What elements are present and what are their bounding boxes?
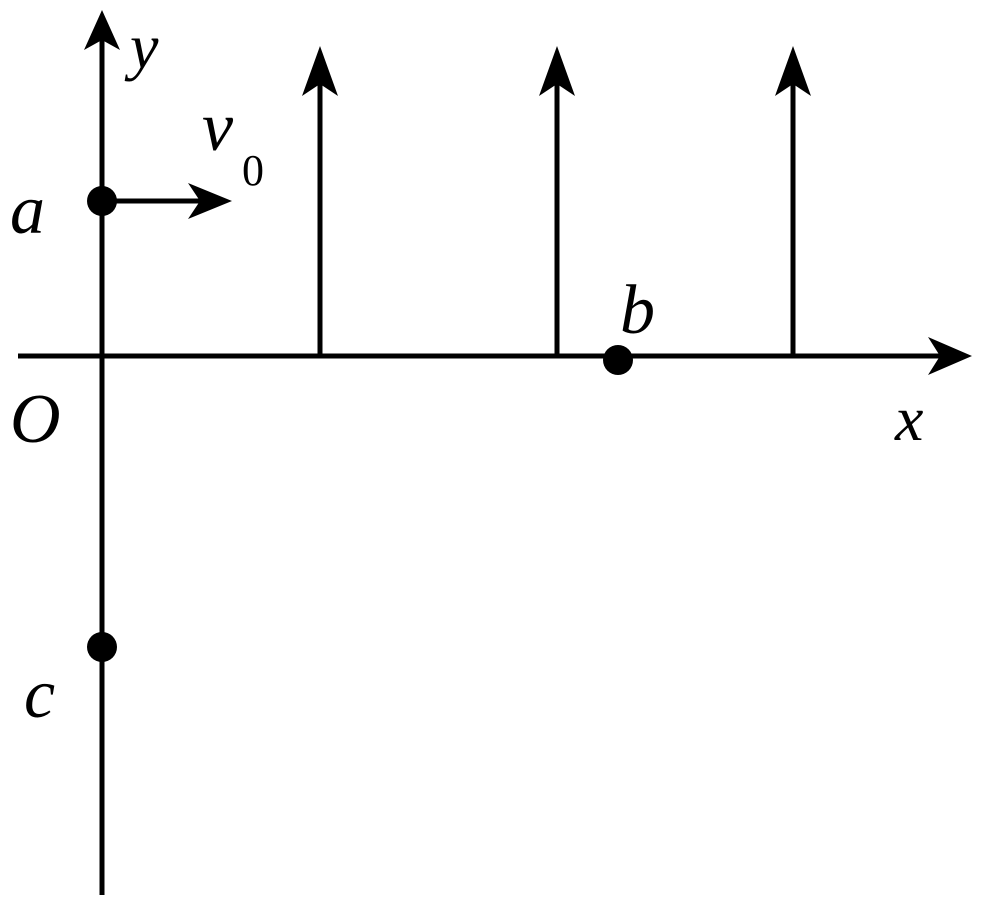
point-c (87, 632, 117, 662)
point-c-label: c (24, 656, 55, 733)
velocity-symbol: v (202, 89, 234, 166)
origin-label: O (10, 381, 61, 458)
x-axis-label: x (894, 383, 923, 454)
field-line-2-arrowhead (539, 46, 575, 96)
point-b-label: b (620, 272, 655, 349)
field-line-3-arrowhead (775, 46, 811, 96)
point-a-label: a (10, 172, 45, 249)
point-a (87, 186, 117, 216)
velocity-subscript: 0 (242, 146, 264, 195)
y-axis-arrowhead (84, 10, 120, 50)
velocity-arrowhead (188, 183, 232, 219)
field-line-1-arrowhead (302, 46, 338, 96)
point-b (603, 345, 633, 375)
y-axis-label: y (124, 11, 159, 82)
x-axis-arrowhead (928, 337, 972, 375)
